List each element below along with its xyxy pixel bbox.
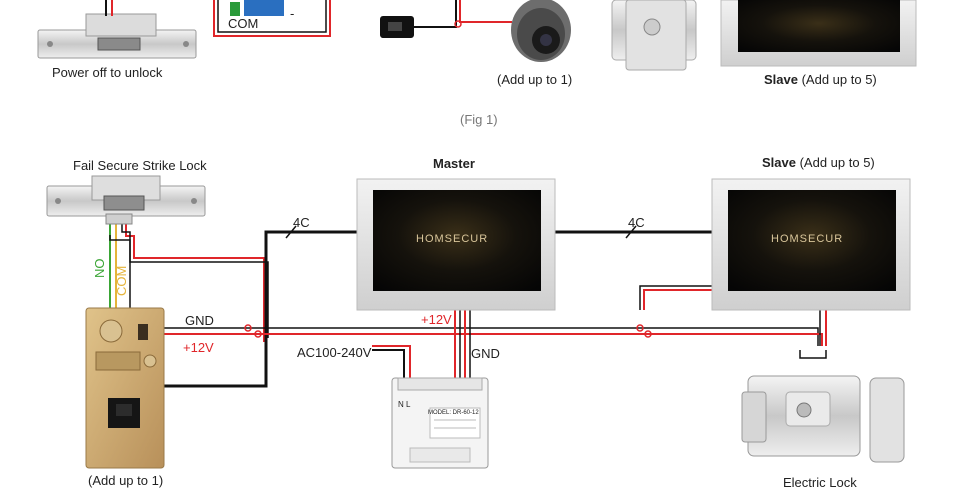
psu-model: MODEL: DR-60-12 <box>428 410 479 416</box>
cable-4c-left <box>162 225 357 388</box>
master-brand: HOMSECUR <box>416 233 489 245</box>
power-off-caption: Power off to unlock <box>52 65 163 80</box>
top-slave-caption-rest: (Add up to 5) <box>797 72 877 87</box>
fail-secure-strike-lock <box>46 175 206 225</box>
plus12-center-label: +12V <box>421 312 452 327</box>
electric-lock <box>741 375 905 463</box>
cable-4c-right-label: 4C <box>628 215 645 230</box>
slave-label-bold: Slave <box>762 155 796 170</box>
slave-label-rest: (Add up to 5) <box>795 155 875 170</box>
relay-module <box>213 0 331 37</box>
plus12-left-label: +12V <box>183 340 214 355</box>
master-power-wires <box>454 310 471 378</box>
slave-monitor <box>711 178 911 311</box>
cable-4c-left-label: 4C <box>293 215 310 230</box>
psu-terminals: N L <box>398 400 411 409</box>
top-strike-lock <box>37 0 197 59</box>
figure-caption: (Fig 1) <box>460 112 498 127</box>
relay-com-label: COM <box>228 16 259 31</box>
electric-lock-caption: Electric Lock <box>783 475 857 490</box>
camera-caption: (Add up to 1) <box>497 72 573 87</box>
doorbell-caption: (Add up to 1) <box>88 473 164 488</box>
slave-brand: HOMSECUR <box>771 233 844 245</box>
ac-input-label: AC100-240V <box>297 345 372 360</box>
master-label: Master <box>433 156 475 171</box>
gnd-left-label: GND <box>185 313 214 328</box>
top-door-station <box>611 0 697 71</box>
slave-label: Slave (Add up to 5) <box>762 155 875 170</box>
fail-secure-label: Fail Secure Strike Lock <box>73 158 207 173</box>
relay-minus-label: - <box>290 6 295 21</box>
top-slave-caption: Slave (Add up to 5) <box>764 72 877 87</box>
power-supply <box>391 377 489 469</box>
top-slave-caption-bold: Slave <box>764 72 798 87</box>
gnd-center-label: GND <box>471 346 500 361</box>
camera-group <box>380 0 571 62</box>
wire-com-label: COM <box>114 265 129 296</box>
wire-no-label: NO <box>92 258 107 279</box>
ac-input-wires <box>372 345 411 378</box>
power-bus <box>162 324 823 346</box>
cable-4c-right <box>555 225 712 239</box>
top-slave-monitor <box>720 0 917 67</box>
master-monitor <box>356 178 556 311</box>
door-station-panel <box>85 307 165 469</box>
strike-lock-wires <box>109 220 269 342</box>
